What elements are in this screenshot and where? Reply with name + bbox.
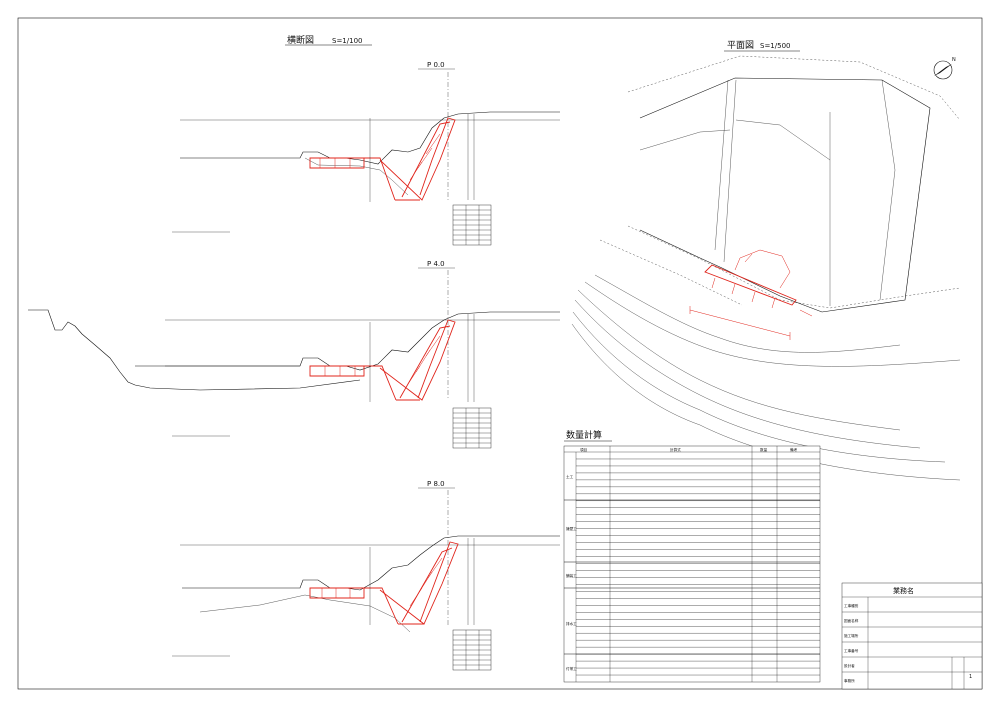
title-block-key-2: 図面名称 — [844, 618, 859, 623]
plan-view-title: 平面図 — [727, 40, 754, 51]
quantity-title: 数量計算 — [566, 429, 602, 441]
quantity-group-drainage: 排水工 — [566, 621, 577, 626]
title-block-page-no: 1 — [969, 674, 972, 680]
quantity-col-formula: 計算式 — [670, 447, 681, 452]
profile-p8: P 8.0 — [172, 480, 560, 671]
cross-section-area: 横断図 S=1/100 P 0.0 — [28, 34, 560, 671]
quantity-col-amount: 数量 — [760, 447, 768, 452]
quantity-group-ancillary: 付帯工 — [566, 666, 577, 671]
title-block: 業務名 工事種別 図面名称 施工場所 工事番号 設計者 事務所 1 — [841, 582, 983, 690]
title-block-header: 業務名 — [893, 586, 914, 595]
profile-table-p0 — [452, 204, 492, 246]
quantity-group-retaining-wall: 擁壁工 — [566, 526, 577, 531]
sheet-border — [17, 17, 983, 690]
quantity-col-note: 備考 — [790, 447, 798, 452]
svg-text:N: N — [952, 57, 956, 63]
profile-p0: P 0.0 — [172, 61, 560, 246]
title-block-key-1: 工事種別 — [844, 603, 859, 608]
quantity-calculation: 数量計算 項目 計算式 数量 備考 土工 擁壁工 舗装工 排水工 付帯工 — [563, 429, 821, 683]
profile-table-p8 — [452, 629, 492, 671]
cross-section-title: 横断図 — [287, 34, 314, 46]
quantity-col-item: 項目 — [580, 447, 587, 452]
title-block-key-3: 施工場所 — [844, 633, 859, 638]
north-arrow-icon: N — [933, 57, 956, 80]
plan-design-outline — [689, 249, 813, 340]
quantity-group-earthwork: 土工 — [566, 474, 574, 479]
quantity-table — [563, 445, 821, 683]
title-block-key-5: 設計者 — [844, 663, 855, 668]
profile-p4: P 4.0 — [28, 260, 560, 449]
title-block-key-6: 事務所 — [844, 678, 855, 683]
profile-table-p4 — [452, 407, 492, 449]
profile-label-p4: P 4.0 — [427, 260, 445, 268]
profile-label-p8: P 8.0 — [427, 480, 445, 488]
cross-section-scale: S=1/100 — [332, 37, 362, 45]
quantity-group-pavement: 舗装工 — [566, 573, 577, 578]
plan-view-scale: S=1/500 — [760, 42, 790, 50]
plan-view-area: 平面図 S=1/500 N — [571, 40, 961, 481]
title-block-key-4: 工事番号 — [844, 648, 859, 653]
profile-label-p0: P 0.0 — [427, 61, 445, 69]
